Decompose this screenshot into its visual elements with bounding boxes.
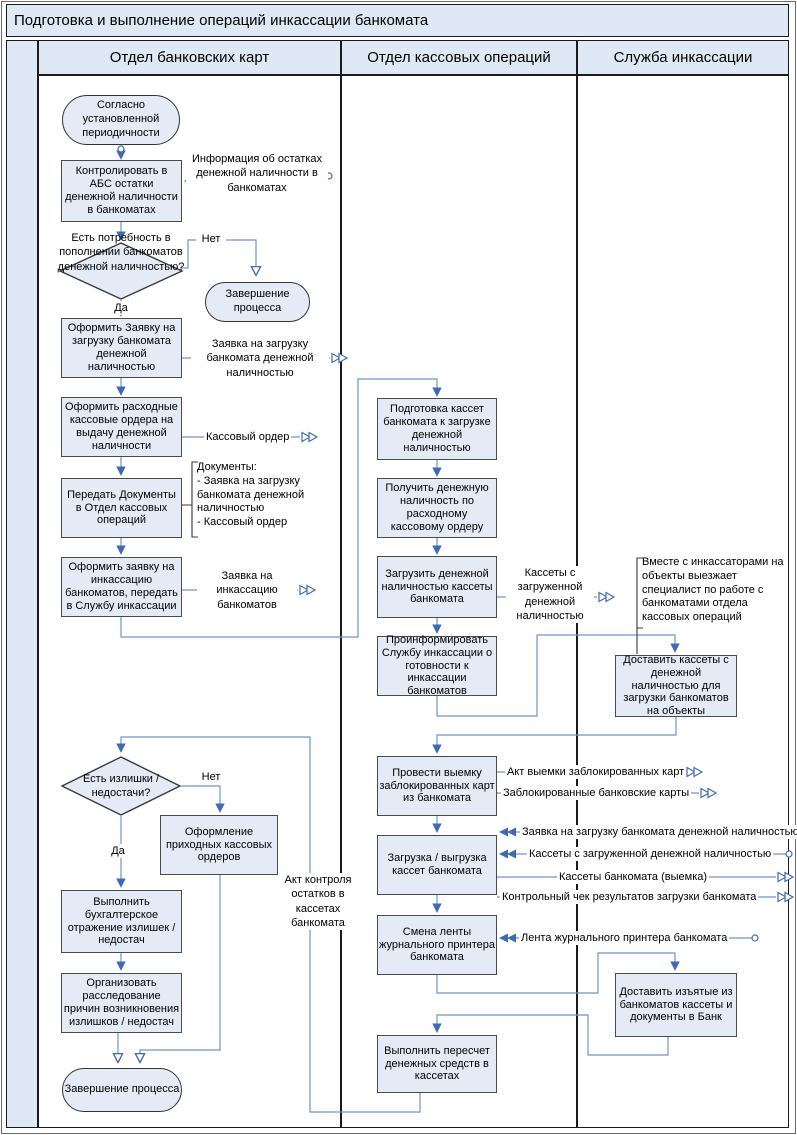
task-accounting: Выполнить бухгалтерское отражение излише… — [61, 890, 182, 953]
doc-flow-out-icon — [301, 431, 312, 443]
doc-flow-out-icon — [308, 431, 319, 443]
task-change-printer-tape: Смена ленты журнального принтера банкома… — [377, 915, 497, 975]
task-investigation: Организовать расследование причин возник… — [61, 973, 182, 1033]
connector-dot-icon — [751, 934, 759, 942]
doc-flow-out-icon — [306, 584, 317, 596]
doc-flow-out-icon — [777, 891, 788, 903]
doc-flow-in-icon — [499, 849, 508, 859]
doc-flow-in-icon — [507, 933, 516, 943]
diagram-title: Подготовка и выполнение операций инкасса… — [6, 4, 789, 37]
doc-flow-out-icon — [784, 891, 795, 903]
doc-label-control-check: Контрольный чек результатов загрузки бан… — [500, 890, 759, 905]
doc-flow-out-icon — [693, 766, 704, 778]
flow-to-deliver-bank — [436, 952, 680, 994]
flow-no-to-incoming-orders — [180, 785, 225, 813]
doc-flow-out-icon — [700, 787, 711, 799]
doc-flow-in-icon — [507, 849, 516, 859]
label-yes-1: Да — [109, 301, 133, 316]
doc-flow-out-icon — [686, 766, 697, 778]
task-recount-cash: Выполнить пересчет денежных средств в ка… — [377, 1035, 497, 1093]
flow-to-deliver-cassettes — [436, 634, 680, 717]
doc-flow-out-icon — [299, 584, 310, 596]
doc-flow-out-icon — [331, 352, 342, 364]
lane-header-cash-operations: Отдел кассовых операций — [341, 40, 577, 75]
flow-to-prepare-cassettes — [120, 378, 442, 638]
doc-flow-out-icon — [707, 787, 718, 799]
task-receive-cash: Получить денежную наличность по расходно… — [377, 478, 497, 538]
task-prepare-cassettes: Подготовка кассет банкомата к загрузке д… — [377, 398, 497, 460]
flow-orders-to-end2 — [140, 875, 221, 1062]
decision-surplus-text: Есть излишки / недостачи? — [82, 773, 160, 800]
doc-label-act-control: Акт контроля остатков в кассетах банкома… — [280, 873, 356, 931]
doc-label-collection-request: Заявка на инкассацию банкоматов — [197, 569, 297, 612]
flow-to-recount — [432, 1014, 669, 1056]
doc-label-load-request-in: Заявка на загрузку банкомата денежной на… — [520, 825, 797, 840]
task-load-unload-cassettes: Загрузка / выгрузка кассет банкомата — [377, 835, 497, 895]
left-gutter — [6, 40, 38, 1128]
connector-dot-icon — [785, 850, 793, 858]
label-no-2: Нет — [197, 770, 225, 785]
doc-label-removal-act: Акт выемки заблокированных карт — [505, 765, 687, 780]
doc-label-info-balances: Информация об остатках денежной наличнос… — [186, 152, 328, 195]
task-make-cash-orders: Оформить расходные кассовые ордера на вы… — [61, 397, 182, 457]
note-bracket-documents — [182, 461, 198, 538]
note-collectors: Вместе с инкассаторами на объекты выезжа… — [642, 556, 784, 623]
task-remove-blocked-cards: Провести выемку заблокированных карт из … — [377, 756, 497, 816]
note-bracket-collectors — [636, 557, 643, 654]
task-deliver-cassettes: Доставить кассеты с денежной наличностью… — [615, 654, 737, 717]
label-no-1: Нет — [196, 232, 226, 247]
doc-label-blocked-cards: Заблокированные банковские карты — [501, 786, 692, 801]
lane-bank-cards — [38, 75, 341, 1128]
task-transfer-documents: Передать Документы в Отдел кассовых опер… — [61, 478, 182, 538]
task-make-collection-request: Оформить заявку на инкассацию банкоматов… — [61, 557, 182, 617]
doc-label-printer-tape: Лента журнального принтера банкомата — [519, 931, 730, 946]
lane-header-collection-service: Служба инкассации — [577, 40, 789, 75]
doc-flow-out-icon — [598, 591, 609, 603]
doc-label-cash-order: Кассовый ордер — [204, 430, 292, 445]
doc-flow-out-icon — [338, 352, 349, 364]
flow-no-to-end1 — [180, 239, 256, 275]
end-event-1: Завершение процесса — [205, 282, 310, 322]
task-load-cassettes: Загрузить денежной наличностью кассеты б… — [377, 556, 497, 618]
flow-to-remove-cards — [432, 717, 677, 754]
doc-flow-in-icon — [507, 827, 516, 837]
start-event: Согласно установленной периодичности — [62, 95, 180, 145]
doc-label-loaded-cassettes: Кассеты с загруженной денежной наличност… — [506, 566, 594, 624]
decision-need-refill-text: Есть потребность в пополнении банкоматов… — [57, 232, 185, 273]
doc-flow-out-icon — [605, 591, 616, 603]
doc-flow-in-icon — [499, 827, 508, 837]
doc-label-cassettes-removed: Кассеты банкомата (выемка) — [557, 870, 710, 885]
lane-header-bank-cards: Отдел банковских карт — [38, 40, 341, 75]
label-yes-2: Да — [105, 844, 131, 859]
task-deliver-to-bank: Доставить изъятые из банкоматов кассеты … — [615, 973, 737, 1037]
doc-flow-out-icon — [777, 871, 788, 883]
doc-flow-in-icon — [499, 933, 508, 943]
task-incoming-orders: Оформление приходных кассовых ордеров — [160, 815, 278, 875]
end-event-2: Завершение процесса — [62, 1068, 182, 1112]
doc-label-load-request: Заявка на загрузку банкомата денежной на… — [191, 337, 329, 380]
task-inform-collection-service: Проинформировать Службу инкассации о гот… — [377, 634, 497, 697]
task-check-abs-balances: Контролировать в АБС остатки денежной на… — [61, 160, 182, 222]
task-make-load-request: Оформить Заявку на загрузку банкомата де… — [61, 318, 182, 378]
doc-label-loaded-cassettes-in: Кассеты с загруженной денежной наличност… — [527, 847, 774, 862]
note-documents: Документы: - Заявка на загрузку банкомат… — [197, 461, 305, 528]
doc-flow-out-icon — [784, 871, 795, 883]
connector-dot-icon — [117, 145, 125, 153]
